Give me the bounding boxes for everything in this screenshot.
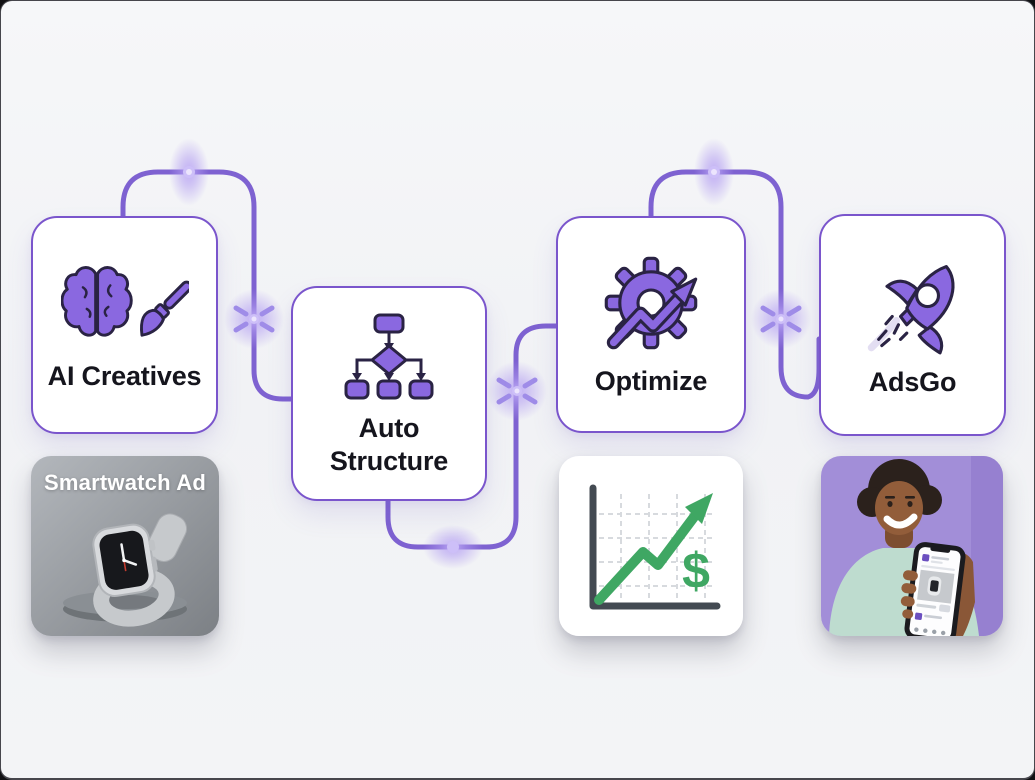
sparkle-icon bbox=[487, 361, 547, 421]
wire-structure-to-optimize bbox=[385, 323, 566, 550]
glow-node-icon bbox=[169, 138, 209, 206]
dollar-sign: $ bbox=[682, 543, 710, 599]
flowchart-icon bbox=[344, 313, 434, 400]
flow-node-auto-structure: Auto Structure bbox=[291, 286, 487, 501]
growth-chart-image: $ bbox=[559, 456, 743, 636]
gear-growth-arrow-icon bbox=[604, 256, 698, 350]
flow-node-adsgo: AdsGo bbox=[819, 214, 1006, 436]
wire-ai-to-structure bbox=[120, 169, 306, 402]
person-with-phone-illustration bbox=[821, 456, 1003, 636]
growth-chart-illustration: $ bbox=[559, 456, 743, 636]
smartwatch-ad-caption: Smartwatch Ad bbox=[44, 470, 206, 495]
brain-and-paintbrush-icon bbox=[60, 265, 189, 337]
smartwatch-ad-image: Smartwatch Ad bbox=[31, 456, 219, 636]
wire-optimize-to-adsgo bbox=[648, 169, 822, 400]
wire-paths bbox=[120, 169, 822, 550]
sparkle-icon bbox=[751, 289, 811, 349]
flow-node-label: Auto Structure bbox=[329, 412, 449, 476]
flow-node-label: AdsGo bbox=[868, 366, 957, 397]
flow-node-ai-creatives: AI Creatives bbox=[31, 216, 218, 434]
customer-photo-image bbox=[821, 456, 1003, 636]
sparkle-icon bbox=[224, 289, 284, 349]
glow-node-icon bbox=[694, 138, 734, 206]
smartwatch-illustration bbox=[31, 456, 219, 636]
rocket-icon bbox=[867, 264, 955, 354]
flow-node-optimize: Optimize bbox=[556, 216, 746, 433]
flow-node-label: AI Creatives bbox=[47, 360, 202, 391]
glow-node-icon bbox=[423, 525, 483, 569]
flow-node-label: Optimize bbox=[594, 366, 708, 397]
